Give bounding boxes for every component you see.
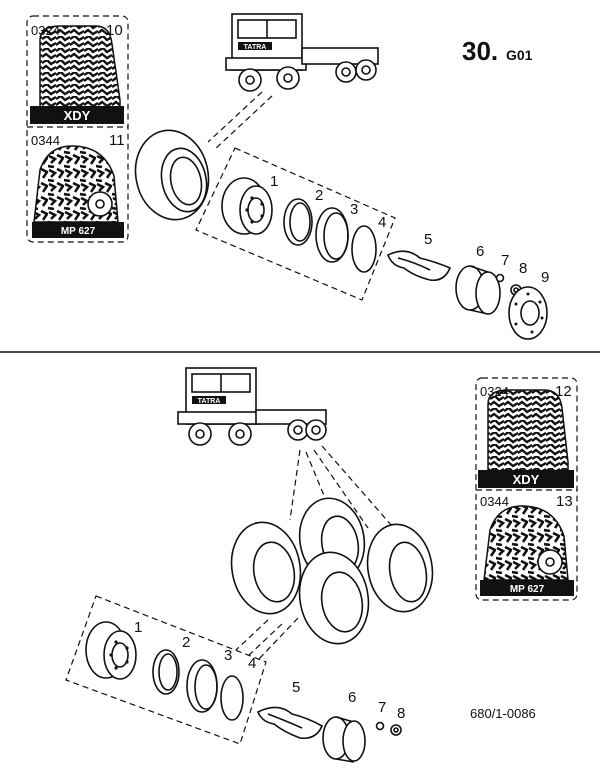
tire-assembled — [298, 551, 370, 645]
callout-label: 7 — [378, 699, 386, 716]
tire-code: 0324 — [480, 384, 509, 399]
tire-card-mp627: MP 627 0344 13 — [480, 493, 574, 596]
truck-brand: TATRA — [198, 398, 221, 405]
tire-tread-icon — [39, 25, 121, 113]
top-assembly: 1 2 3 4 5 6 7 8 9 — [134, 129, 549, 340]
callout-label: 4 — [378, 214, 386, 231]
callout-label: 1 — [134, 619, 142, 636]
callout-label: 13 — [556, 493, 573, 510]
tire-card-xdy: XDY 0324 12 — [478, 383, 574, 488]
callout-label: 3 — [350, 201, 358, 218]
callout-label: 2 — [182, 634, 190, 651]
part-inner-tube — [387, 250, 452, 282]
part-hub-disc — [508, 286, 548, 340]
part-side-ring — [186, 659, 218, 713]
page-section: G01 — [506, 47, 533, 63]
callout-label: 6 — [476, 243, 484, 260]
part-collar — [455, 265, 501, 315]
truck-tractor-bottom: TATRA — [177, 367, 327, 446]
callout-label: 8 — [519, 260, 527, 277]
callout-label: 4 — [248, 655, 256, 672]
tire-code: 0344 — [480, 494, 509, 509]
part-side-ring — [315, 207, 349, 263]
callout-label: 10 — [106, 22, 123, 39]
tire-tread-icon — [487, 389, 569, 475]
part-rim — [221, 177, 273, 235]
leader-line — [235, 445, 393, 661]
tire-card-xdy: XDY 0324 10 — [30, 22, 124, 124]
tire-set-rear — [230, 497, 434, 645]
tire-model: XDY — [513, 472, 540, 487]
drawing-code: 680/1-0086 — [470, 706, 536, 721]
callout-label: 2 — [315, 187, 323, 204]
bottom-tire-cards: XDY 0324 12 MP 627 0344 13 — [475, 377, 578, 601]
part-inner-tube — [256, 706, 324, 740]
part-lock-ring — [283, 198, 313, 246]
tire-model: MP 627 — [61, 226, 96, 237]
callout-label: 5 — [292, 679, 300, 696]
page-header: 30. G01 — [462, 36, 533, 66]
leader-line — [207, 91, 273, 151]
part-valve — [495, 273, 505, 283]
part-snap-ring — [351, 225, 377, 273]
tire-card-mp627: MP 627 0344 11 — [31, 132, 125, 238]
callout-label: 11 — [109, 132, 125, 149]
callout-label: 12 — [555, 383, 572, 400]
part-snap-ring — [220, 675, 244, 721]
part-rim — [85, 621, 137, 680]
callout-label: 1 — [270, 173, 278, 190]
callout-label: 7 — [501, 252, 509, 269]
part-valve — [375, 721, 385, 731]
tire-card-frame — [475, 377, 578, 601]
truck-brand: TATRA — [244, 44, 267, 51]
tire-assembled — [134, 129, 210, 221]
callout-label: 9 — [541, 269, 549, 286]
tire-assembled — [230, 521, 302, 615]
callout-label: 5 — [424, 231, 432, 248]
tire-code: 0344 — [31, 133, 60, 148]
tire-card-frame — [26, 15, 129, 243]
tire-model-badge — [30, 106, 124, 124]
part-collar — [322, 716, 366, 763]
tire-model-badge — [480, 580, 574, 596]
tire-model-badge — [32, 222, 124, 238]
rim-group-frame — [195, 147, 396, 301]
rim-group-frame — [65, 595, 267, 745]
tire-code: 0324 — [31, 23, 60, 38]
part-lock-ring — [152, 649, 180, 695]
callout-label: 6 — [348, 689, 356, 706]
callout-label: 8 — [397, 705, 405, 722]
tire-model: MP 627 — [510, 584, 545, 595]
top-tire-cards: XDY 0324 10 MP 627 0344 11 — [26, 15, 129, 243]
callout-label: 3 — [224, 647, 232, 664]
part-nut — [390, 724, 402, 736]
tire-model-badge — [478, 470, 574, 488]
bottom-assembly: 1 2 3 4 5 6 7 8 — [65, 595, 405, 763]
page-number: 30. — [462, 36, 498, 66]
tire-model: XDY — [64, 108, 91, 123]
tire-assembled — [366, 523, 434, 613]
truck-tractor-top: TATRA — [225, 13, 379, 92]
